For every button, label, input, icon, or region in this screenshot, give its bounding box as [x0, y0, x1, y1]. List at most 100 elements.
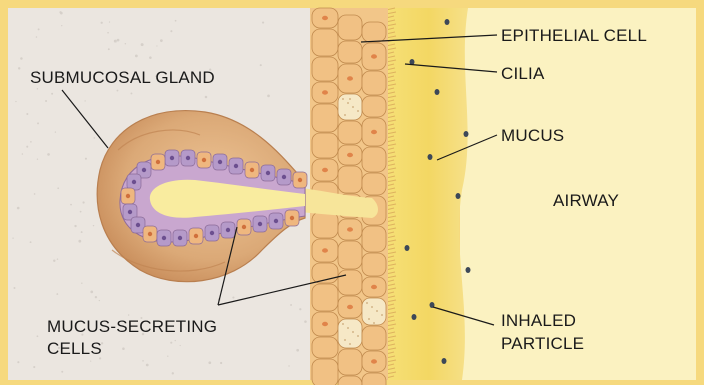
tissue-speck [33, 366, 35, 368]
gland-cell-nucleus [142, 168, 146, 172]
epithelial-cell [338, 376, 362, 385]
epithelial-cell [312, 104, 338, 132]
cell-nucleus [347, 227, 353, 231]
gland-cell-nucleus [178, 236, 182, 240]
cell-nucleus [322, 90, 328, 94]
epithelial-cell [312, 212, 338, 238]
mucus-granule [347, 327, 349, 329]
tissue-speck [205, 96, 208, 99]
tissue-speck [288, 365, 289, 366]
tissue-speck [34, 193, 36, 195]
tissue-speck [17, 361, 19, 363]
tissue-speck [170, 342, 172, 344]
gland-cell-nucleus [186, 156, 190, 160]
tissue-speck [180, 345, 181, 346]
tissue-speck [93, 225, 94, 226]
goblet-cell [362, 298, 386, 325]
particle [445, 19, 450, 25]
tissue-speck [122, 347, 125, 350]
gland-cell-nucleus [298, 178, 302, 182]
tissue-speck [170, 30, 172, 32]
epithelial-cell [362, 173, 386, 195]
gland-cell-nucleus [218, 160, 222, 164]
tissue-speck [304, 320, 307, 323]
particle [428, 154, 433, 160]
tissue-speck [53, 260, 55, 262]
epithelial-cell [362, 226, 386, 252]
gland-cell-nucleus [282, 175, 286, 179]
epithelial-cell [362, 326, 386, 350]
tissue-speck [142, 360, 144, 362]
tissue-speck [51, 93, 53, 95]
cell-nucleus [322, 16, 328, 20]
tissue-speck [125, 43, 126, 44]
cell-nucleus [371, 130, 377, 134]
gland-cell-nucleus [148, 232, 152, 236]
tissue-speck [220, 362, 222, 364]
label-cilia: CILIA [501, 64, 545, 84]
label-mucus-secreting-line1: MUCUS-SECRETING [47, 317, 217, 337]
tissue-speck [82, 201, 84, 203]
tissue-speck [13, 287, 15, 289]
mucus-granule [349, 98, 351, 100]
epithelial-cell [338, 121, 362, 144]
tissue-speck [149, 56, 152, 59]
tissue-speck [117, 39, 120, 42]
tissue-speck [175, 340, 176, 341]
mucus-granule [347, 102, 349, 104]
gland-cell-nucleus [226, 228, 230, 232]
cell-nucleus [322, 248, 328, 252]
mucus-granule [376, 310, 378, 312]
epithelial-cell [362, 373, 386, 385]
label-epithelial-cell: EPITHELIAL CELL [501, 26, 647, 46]
tissue-speck [15, 101, 16, 102]
tissue-speck [36, 36, 38, 38]
tissue-speck [108, 48, 110, 50]
tissue-speck [74, 225, 76, 227]
tissue-speck [135, 54, 138, 57]
epithelial-cell [312, 359, 338, 385]
tissue-speck [45, 100, 47, 102]
tissue-speck [290, 304, 292, 306]
tissue-speck [99, 300, 100, 301]
tissue-speck [267, 95, 270, 98]
mucus-granule [352, 106, 354, 108]
cell-nucleus [371, 54, 377, 58]
tissue-speck [57, 258, 59, 260]
particle [456, 193, 461, 199]
tissue-speck [81, 231, 83, 233]
tissue-speck [101, 22, 103, 24]
tissue-speck [57, 187, 59, 189]
tissue-speck [18, 67, 20, 69]
tissue-speck [47, 153, 50, 156]
tissue-speck [61, 25, 62, 26]
label-mucus: MUCUS [501, 126, 564, 146]
gland-cell-nucleus [210, 231, 214, 235]
mucus-granule [344, 114, 346, 116]
cell-nucleus [371, 285, 377, 289]
gland-cell-nucleus [202, 158, 206, 162]
epithelial-cell [338, 15, 362, 40]
mucus-granule [357, 335, 359, 337]
tissue-speck [84, 100, 85, 101]
tissue-speck [208, 361, 211, 364]
epithelial-cell [362, 253, 386, 276]
tissue-speck [30, 241, 32, 243]
mucus-granule [352, 331, 354, 333]
gland-cell-nucleus [242, 225, 246, 229]
tissue-speck [26, 146, 28, 148]
cell-nucleus [347, 153, 353, 157]
epithelial-cell [338, 349, 362, 375]
epithelial-cell [312, 284, 338, 311]
tissue-speck [175, 20, 177, 22]
particle [464, 131, 469, 137]
epithelial-cell [312, 337, 338, 358]
tissue-speck [90, 290, 93, 293]
label-inhaled-line1: INHALED [501, 311, 576, 331]
tissue-speck [85, 158, 87, 160]
gland-cell-nucleus [162, 236, 166, 240]
tissue-speck [296, 349, 299, 352]
tissue-speck [26, 113, 28, 115]
tissue-speck [146, 364, 149, 367]
epithelial-cell [338, 41, 362, 63]
